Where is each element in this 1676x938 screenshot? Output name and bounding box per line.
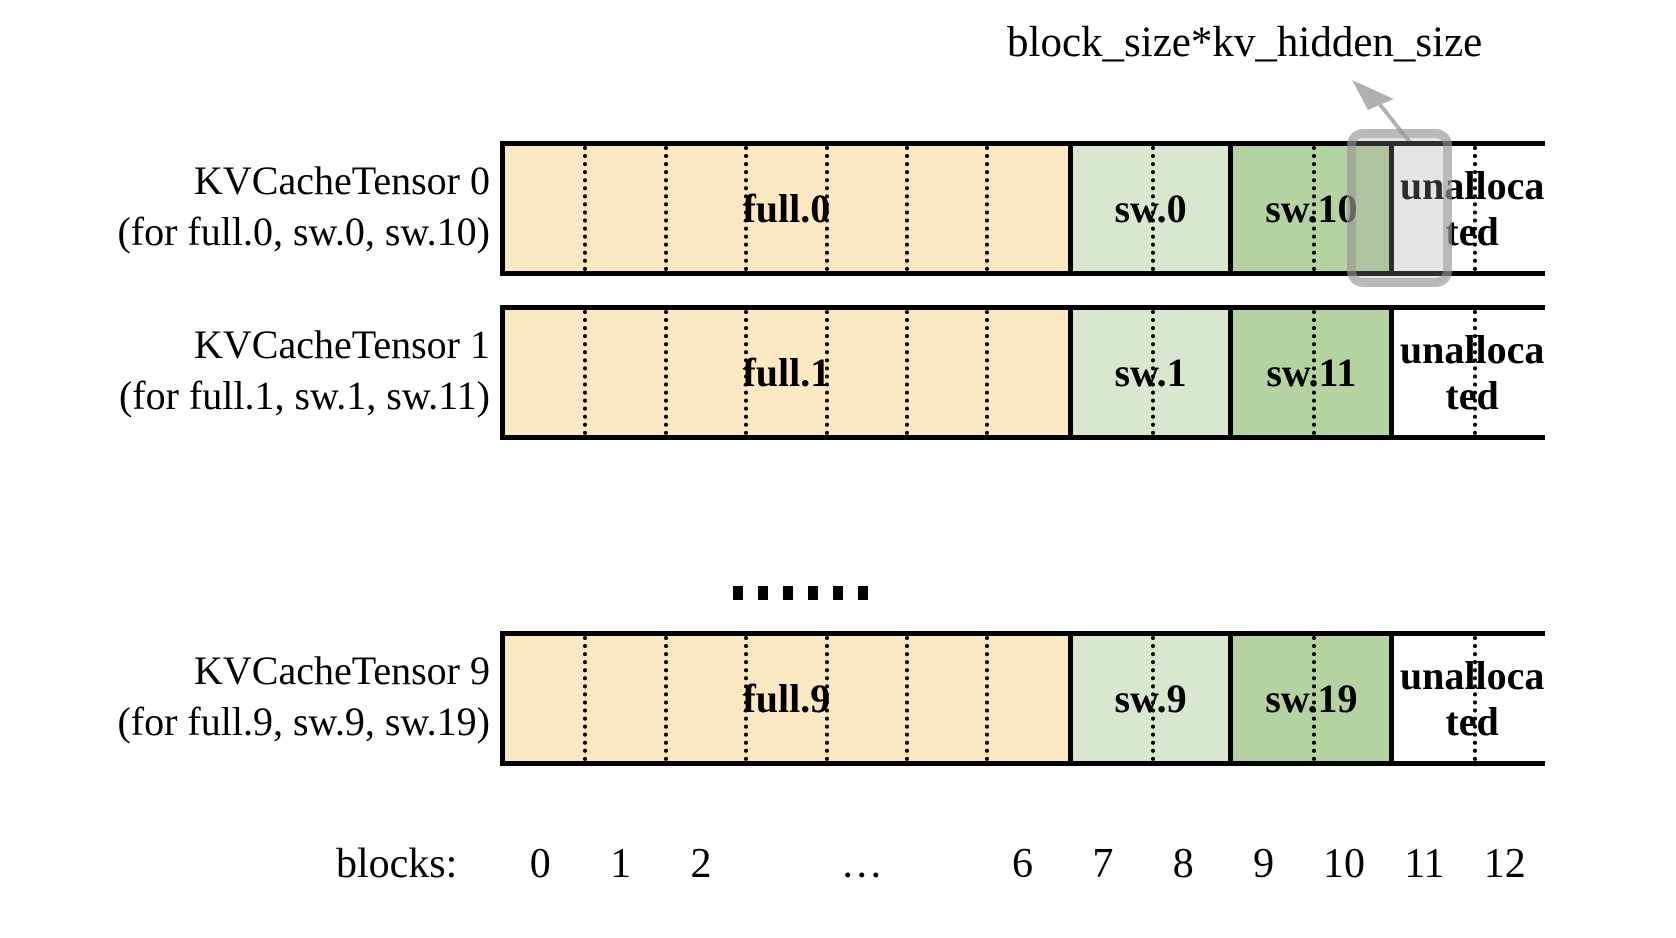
block-tick-label: 8	[1172, 841, 1194, 887]
tensor-segment-label: sw.9	[1114, 675, 1187, 721]
block-tick-label: 1	[610, 841, 632, 887]
block-tick-label: 10	[1323, 841, 1366, 887]
tensor-segment: sw.1	[1067, 310, 1229, 435]
tensor-segment: unallocated	[1389, 636, 1550, 761]
kvcache-tensor-bar: full.1 sw.1 sw.11 unallocated	[500, 305, 1550, 440]
block-tick-label: 12	[1483, 841, 1526, 887]
block-divider	[1311, 310, 1316, 435]
tensor-segment-label: unallocated	[1399, 162, 1545, 254]
tensor-row-label: KVCacheTensor 9 (for full.9, sw.9, sw.19)	[20, 645, 490, 747]
block-divider	[904, 146, 909, 271]
block-tick-label: …	[840, 841, 883, 887]
block-divider	[1311, 146, 1316, 271]
block-divider	[904, 310, 909, 435]
block-divider	[663, 310, 668, 435]
annotation-label: block_size*kv_hidden_size	[1007, 19, 1483, 66]
tensor-segment-label: sw.0	[1114, 185, 1187, 231]
block-divider	[985, 636, 990, 761]
tensor-segment: sw.19	[1228, 636, 1390, 761]
block-divider	[663, 636, 668, 761]
tensor-segment-label: full.0	[742, 185, 831, 231]
block-divider	[1151, 636, 1156, 761]
block-divider	[985, 146, 990, 271]
tensor-segment-label: full.9	[742, 675, 831, 721]
ellipsis-dot	[833, 586, 843, 600]
tensor-segment: full.9	[505, 636, 1068, 761]
tensor-row-subtitle: (for full.1, sw.1, sw.11)	[118, 373, 490, 419]
tensor-row-label: KVCacheTensor 0 (for full.0, sw.0, sw.10)	[20, 155, 490, 257]
tensor-row-title: KVCacheTensor 0	[194, 158, 490, 203]
tensor-segment-label: sw.19	[1265, 675, 1358, 721]
ellipsis-dot	[733, 586, 743, 600]
block-divider	[1472, 310, 1477, 435]
tensor-segment-label: sw.10	[1265, 185, 1358, 231]
block-tick-label: 2	[690, 841, 712, 887]
block-tick-label: 7	[1092, 841, 1114, 887]
block-divider	[583, 146, 588, 271]
ellipsis-dot	[758, 586, 768, 600]
block-divider	[824, 636, 829, 761]
tensor-segment: unallocated	[1389, 310, 1550, 435]
block-tick-label: 9	[1253, 841, 1275, 887]
tensor-segment: sw.10	[1228, 146, 1390, 271]
tensor-segment: sw.0	[1067, 146, 1229, 271]
block-divider	[1151, 310, 1156, 435]
tensor-segment-label: unallocated	[1399, 652, 1545, 744]
block-tick-label: 11	[1404, 841, 1445, 887]
ellipsis-dot	[858, 586, 868, 600]
block-divider	[583, 310, 588, 435]
tensor-segment: unallocated	[1389, 146, 1550, 271]
tensor-segment: full.1	[505, 310, 1068, 435]
blocks-axis-title: blocks:	[336, 841, 458, 887]
block-tick-label: 0	[529, 841, 551, 887]
tensor-segment-label: sw.11	[1266, 349, 1357, 395]
ellipsis-dot	[783, 586, 793, 600]
block-divider	[583, 636, 588, 761]
kvcache-tensor-bar: full.9 sw.9 sw.19 unallocated	[500, 631, 1550, 766]
block-divider	[985, 310, 990, 435]
tensor-segment: full.0	[505, 146, 1068, 271]
block-divider	[904, 636, 909, 761]
block-tick-label: 6	[1012, 841, 1033, 887]
tensor-row-title: KVCacheTensor 9	[194, 648, 490, 693]
ellipsis-dot	[808, 586, 818, 600]
tensor-segment-label: unallocated	[1399, 326, 1545, 418]
block-divider	[1472, 636, 1477, 761]
tensor-segment: sw.9	[1067, 636, 1229, 761]
tensor-row-subtitle: (for full.0, sw.0, sw.10)	[117, 209, 490, 255]
block-divider	[1311, 636, 1316, 761]
tensor-segment-label: sw.1	[1114, 349, 1187, 395]
block-divider	[663, 146, 668, 271]
block-divider	[1472, 146, 1477, 271]
tensor-segment-label: full.1	[742, 349, 831, 395]
rows-ellipsis	[733, 586, 868, 600]
tensor-row-label: KVCacheTensor 1 (for full.1, sw.1, sw.11)	[20, 319, 490, 421]
block-divider	[744, 146, 749, 271]
block-divider	[824, 310, 829, 435]
tensor-row-subtitle: (for full.9, sw.9, sw.19)	[117, 699, 490, 745]
tensor-segment: sw.11	[1228, 310, 1390, 435]
block-divider	[1151, 146, 1156, 271]
kvcache-tensor-bar: full.0 sw.0 sw.10 unallocated	[500, 141, 1550, 276]
block-divider	[824, 146, 829, 271]
block-divider	[744, 636, 749, 761]
tensor-row-title: KVCacheTensor 1	[194, 322, 490, 367]
block-divider	[744, 310, 749, 435]
